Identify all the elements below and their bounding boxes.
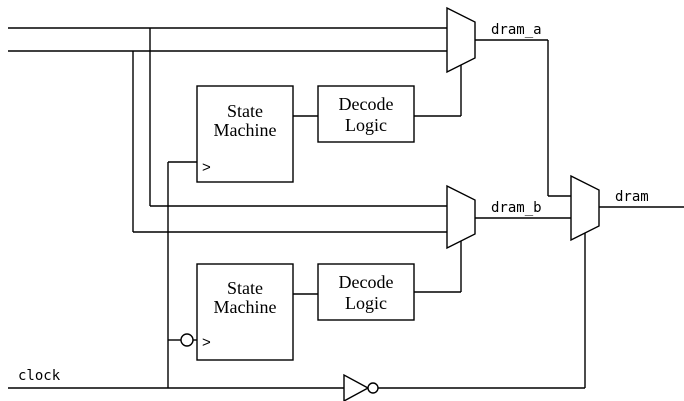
state-machine-top-clock-mark: > [202, 159, 211, 176]
decode-logic-top-label-2: Logic [345, 115, 387, 135]
state-machine-bottom [196, 263, 294, 361]
state-machine-top-label-2: Machine [214, 120, 277, 140]
decode-logic-bottom [317, 263, 415, 321]
dram-b-label: dram_b [491, 200, 542, 216]
inversion-bubble-sm-bottom [180, 333, 194, 347]
state-machine-bottom-label-2: Machine [214, 297, 277, 317]
state-machine-top-label-1: State [227, 101, 263, 121]
dram-a-label: dram_a [491, 22, 542, 38]
state-machine-bottom-label-1: State [227, 278, 263, 298]
mux-b [446, 184, 476, 250]
inverter-bubble [367, 382, 379, 394]
decode-logic-top [317, 85, 415, 143]
decode-logic-bottom-label-1: Decode [339, 272, 394, 292]
state-machine-top [196, 85, 294, 183]
decode-logic-top-label-1: Decode [339, 94, 394, 114]
state-machine-bottom-clock-mark: > [202, 334, 211, 351]
mux-out [570, 174, 600, 242]
inverter [343, 373, 370, 401]
dram-label: dram [615, 189, 649, 205]
mux-a [446, 6, 476, 74]
clock-label: clock [18, 368, 61, 384]
decode-logic-bottom-label-2: Logic [345, 293, 387, 313]
